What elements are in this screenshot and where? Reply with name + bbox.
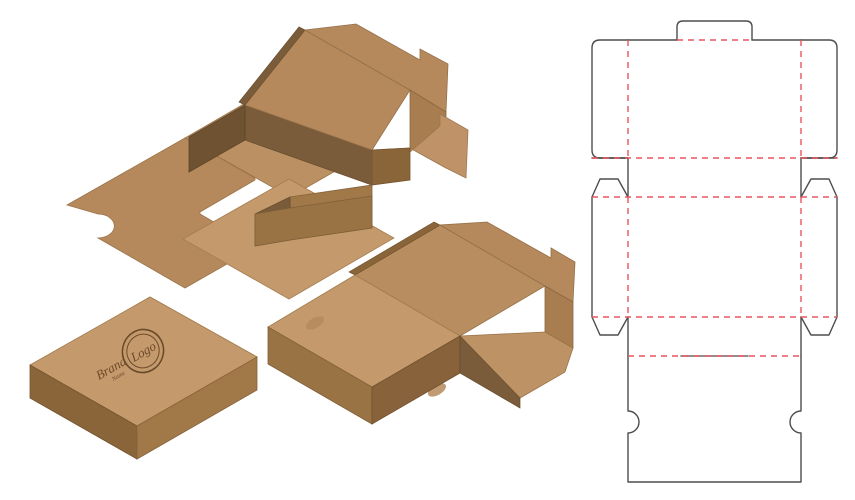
logo-ring-outer [121, 328, 165, 374]
dieline-template [591, 20, 838, 483]
half-box-lid-left-edge [348, 221, 441, 276]
dieline-left-lid-flap [591, 39, 629, 159]
dieline-left-side-panel [591, 178, 629, 336]
open-box-standing-lid-edge [238, 26, 306, 106]
half-box-crease-left [305, 316, 325, 330]
half-box-base-right-face [459, 335, 521, 409]
dieline-right-lid-flap [800, 39, 838, 159]
dieline-top-lock-tab [676, 20, 753, 41]
open-box-inner-left-wall [188, 104, 246, 173]
closed-box-view: Logo Brand Name [29, 296, 258, 460]
dieline-fold-lines [592, 39, 837, 357]
half-closed-box-view [267, 221, 576, 425]
open-box-bottom-front-face [254, 195, 373, 247]
open-box-view [65, 23, 469, 300]
open-box-right-front-wall [371, 147, 411, 186]
dieline-right-side-panel [800, 178, 838, 336]
logo-ring-inner [126, 333, 160, 369]
dieline-base-panel [627, 355, 802, 483]
half-box-crease-right [427, 383, 447, 397]
closed-box-front-right-face [136, 356, 258, 460]
